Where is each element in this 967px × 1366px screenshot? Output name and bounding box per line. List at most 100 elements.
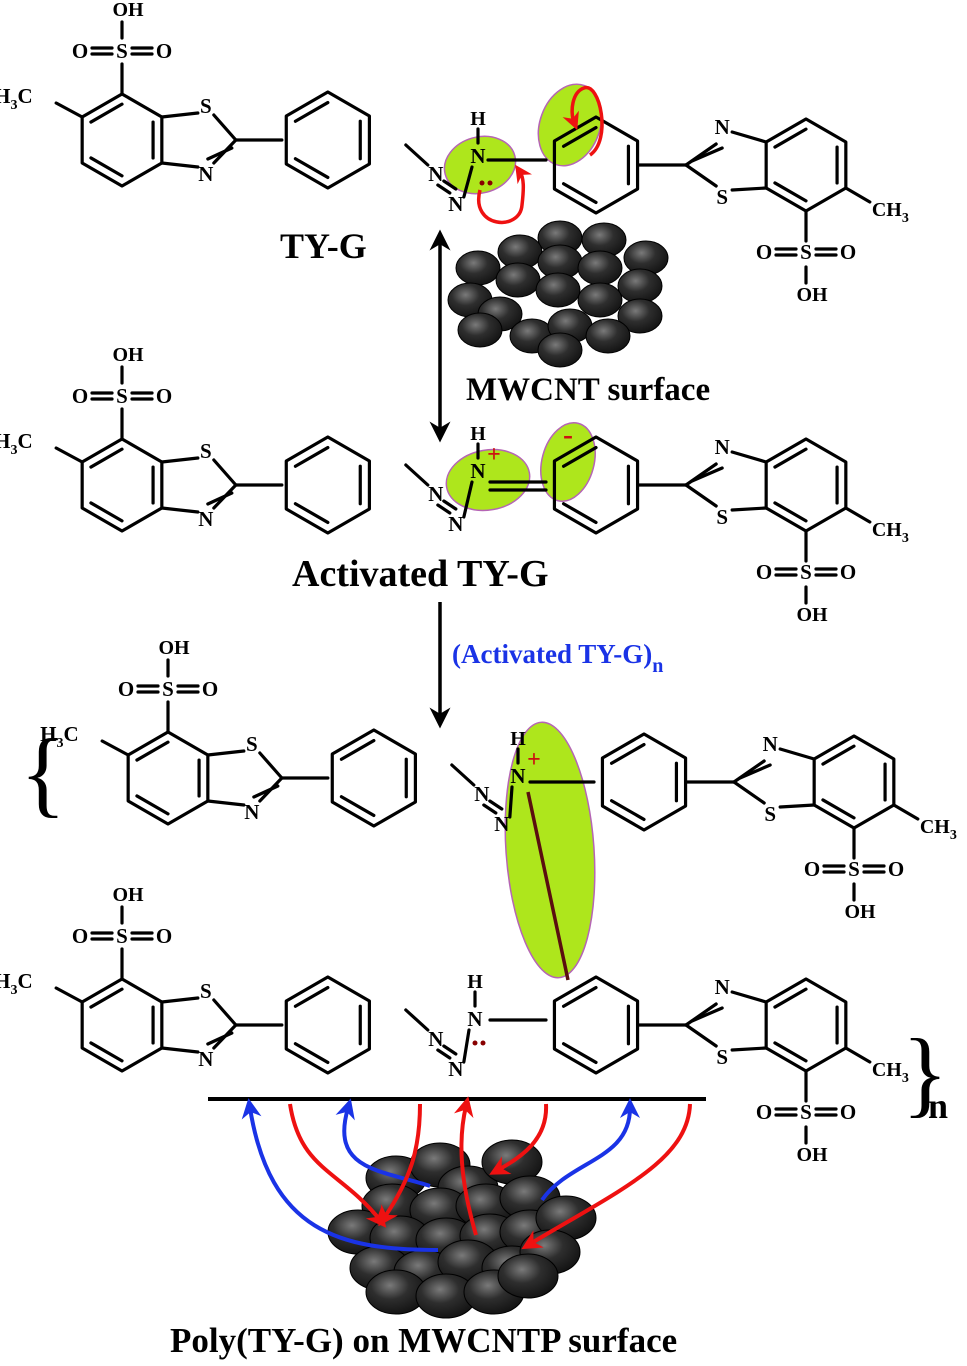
sulfur-atom: S (716, 1045, 728, 1069)
carbon-particle (585, 318, 631, 354)
bond (436, 183, 452, 195)
phenyl-ring-left-4-double-bond (293, 1042, 330, 1065)
nitrogen-atom: N (428, 1027, 443, 1051)
bond (778, 803, 816, 809)
phenyl-ring-right-2-double-bond (561, 502, 598, 525)
bond (160, 996, 200, 1004)
ty-g-label: TY-G (280, 226, 367, 266)
sulfur-atom: S (246, 732, 258, 756)
red-interaction-arrow (521, 1103, 692, 1250)
blue-interaction-arrow (540, 1098, 640, 1202)
sulfonyl-sulfur: S (116, 384, 128, 408)
benzo-ring-right-3-double-bond (821, 798, 856, 820)
bond (730, 990, 768, 1004)
methyl-group: CH3 (920, 816, 957, 843)
nitrogen-atom: N (244, 800, 259, 824)
bond (436, 1048, 452, 1060)
bond (404, 143, 430, 167)
bond (462, 480, 474, 519)
bond (690, 1006, 724, 1023)
oxygen-atom: O (72, 924, 88, 948)
phenyl-ring-right-2-double-bond (561, 445, 598, 468)
phenyl-ring-right-4-double-bond (561, 985, 598, 1008)
carbon-particle (577, 282, 623, 318)
benzo-ring-left-4-double-bond (89, 1041, 124, 1063)
sulfur-atom: S (200, 94, 212, 118)
sulfur-atom: S (764, 802, 776, 826)
red-interaction-arrow (288, 1103, 387, 1228)
nitrogen-atom: N (494, 812, 509, 836)
nitrogen-atom: N (198, 162, 213, 186)
benzo-ring-right-1-double-bond (773, 181, 808, 203)
hydroxyl-group: OH (112, 344, 144, 366)
bond (206, 146, 234, 161)
oxygen-atom: O (840, 1100, 856, 1124)
red-interaction-arrow (378, 1103, 422, 1227)
sulfonyl-sulfur: S (848, 857, 860, 881)
benzo-ring-left-4-double-bond (89, 987, 124, 1009)
bond (442, 1044, 458, 1056)
bond (404, 463, 430, 487)
hydroxyl-group: OH (796, 1144, 828, 1166)
methyl-group: H3C (0, 84, 33, 113)
methyl-group: H3C (0, 969, 33, 998)
phenyl-ring-right-1 (552, 115, 640, 215)
polymer-bridge-bond (526, 791, 570, 981)
carbon-particle (535, 272, 581, 308)
nitrogen-atom: N (715, 975, 730, 999)
oxygen-atom: O (756, 240, 772, 264)
bond (442, 499, 458, 511)
phenyl-ring-left-1-double-bond (293, 157, 330, 180)
bond (488, 799, 504, 811)
methyl-group: CH3 (872, 1059, 909, 1086)
benzo-ring-left-3-double-bond (135, 740, 170, 762)
sulfonyl-sulfur: S (116, 924, 128, 948)
hydrogen-atom: H (470, 423, 486, 445)
benzo-ring-right-2-double-bond (773, 501, 808, 523)
nitrogen-atom: N (763, 732, 778, 756)
methyl-group: H3C (40, 722, 79, 751)
bond (258, 751, 284, 780)
bond (684, 1023, 718, 1048)
bond (404, 1008, 430, 1032)
phenyl-ring-left-4-double-bond (293, 985, 330, 1008)
methyl-group: CH3 (872, 199, 909, 226)
bond (212, 458, 238, 487)
methyl-group: H3C (0, 429, 33, 458)
nitrogen-atom: N (510, 764, 525, 788)
nitrogen-atom: N (715, 435, 730, 459)
bond (212, 998, 238, 1027)
positive-charge: + (487, 442, 501, 468)
benzo-ring-right-2 (764, 437, 848, 533)
nitrogen-atom: N (470, 144, 485, 168)
phenyl-ring-left-2-double-bond (293, 445, 330, 468)
bond (252, 784, 280, 799)
lone-pair-dot (472, 1040, 478, 1046)
open-brace: { (20, 719, 66, 826)
phenyl-ring-right-1-double-bond (561, 182, 598, 205)
bond (684, 163, 718, 188)
bond (684, 462, 718, 487)
benzo-ring-right-3-double-bond (821, 744, 856, 766)
benzo-ring-left-1-double-bond (89, 102, 124, 124)
benzo-ring-left-2-double-bond (89, 447, 124, 469)
bond (212, 113, 238, 142)
mwcnt-surface-label: MWCNT surface (466, 372, 710, 408)
bond (684, 483, 718, 508)
phenyl-ring-left-1 (284, 90, 372, 190)
sulfonyl-sulfur: S (800, 1100, 812, 1124)
bond (206, 1031, 234, 1046)
bond (54, 986, 84, 1004)
bond (732, 759, 766, 784)
bond (206, 491, 234, 506)
sulfonyl-sulfur: S (116, 39, 128, 63)
lone-pair-dot (479, 180, 485, 186)
nitrogen-atom: N (428, 482, 443, 506)
bond (160, 1046, 200, 1054)
benzo-ring-left-4 (80, 977, 164, 1073)
benzo-ring-left-1-double-bond (89, 156, 124, 178)
bond (844, 186, 872, 204)
nitrogen-atom: N (474, 782, 489, 806)
